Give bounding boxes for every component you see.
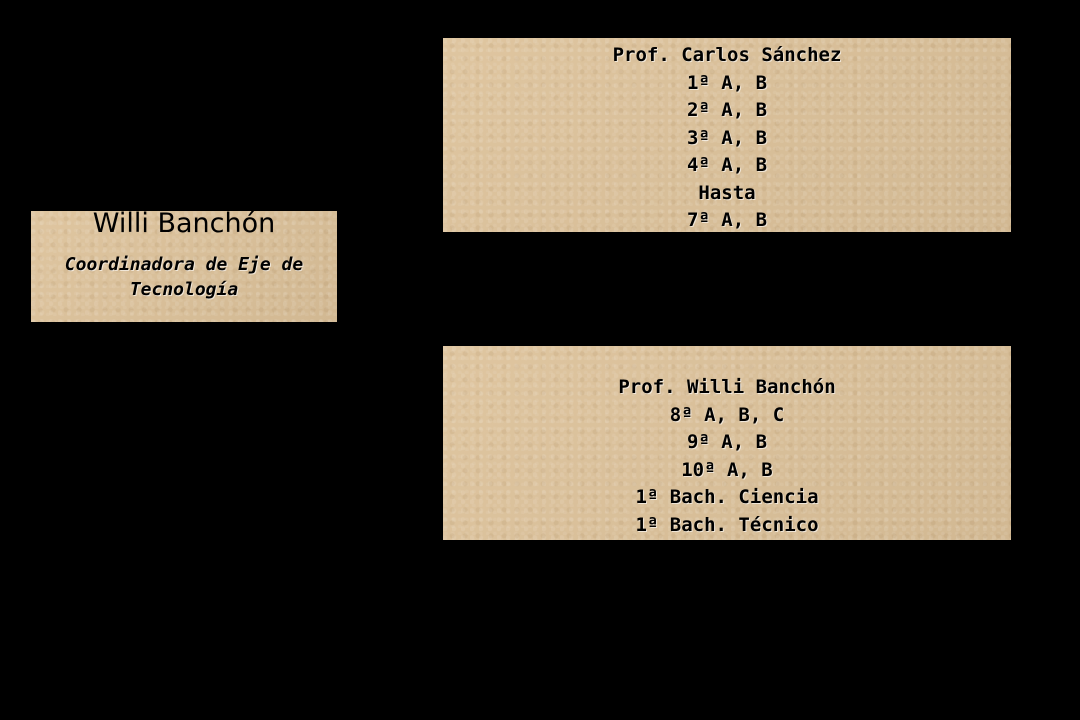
teacher-box-willi: Prof. Willi Banchón 8ª A, B, C 9ª A, B 1… [443,346,1011,540]
teacher-box-carlos: Prof. Carlos Sánchez 1ª A, B 2ª A, B 3ª … [443,38,1011,232]
coordinator-role-line1: Coordinadora de Eje de [64,254,304,275]
grade-line: 9ª A, B [686,431,768,453]
teacher-name: Prof. Willi Banchón [618,376,836,398]
grade-line: 1ª A, B [686,71,768,94]
grade-line: 1ª Bach. Técnico [635,513,819,536]
grade-line: 4ª A, B [686,154,768,176]
coordinator-box: Willi Banchón Coordinadora de Eje de Tec… [31,208,337,322]
grade-line: 7ª A, B [686,209,768,231]
coordinator-role-line2: Tecnología [129,279,239,300]
teacher-name: Prof. Carlos Sánchez [612,44,842,66]
grade-line: 10ª A, B [681,458,773,481]
coordinator-name: Willi Banchón [92,208,276,239]
grade-line: 8ª A, B, C [669,403,785,426]
grade-line: 1ª Bach. Ciencia [635,486,819,508]
grade-line: Hasta [698,181,756,204]
coordinator-role: Coordinadora de Eje de Tecnología [31,252,337,302]
grade-line: 2ª A, B [686,99,768,121]
grade-line: 3ª A, B [686,126,768,149]
